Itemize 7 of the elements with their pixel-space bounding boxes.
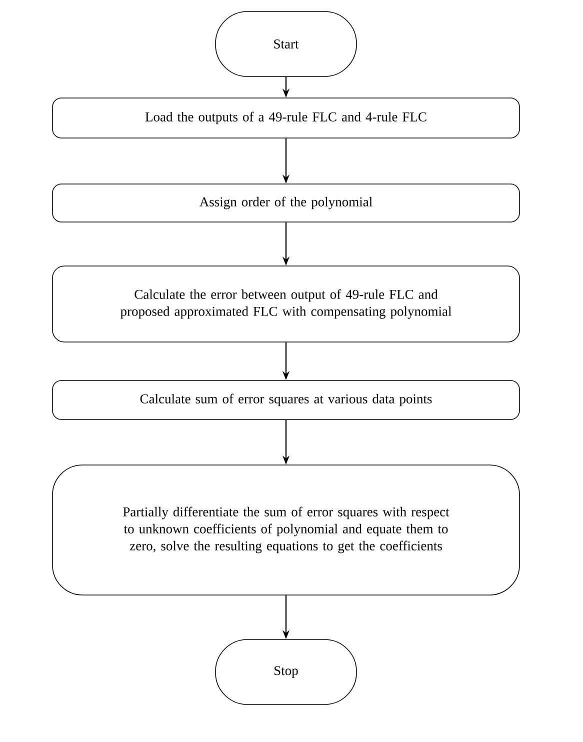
process-box: Load the outputs of a 49-rule FLC and 4-rule FLC	[52, 98, 520, 138]
process-box: Calculate sum of error squares at various data points	[52, 380, 520, 420]
terminal-box: Stop	[215, 639, 357, 705]
process-box: Calculate the error between output of 49-rule FLC and proposed approximated FLC with compensating polynomial	[52, 266, 520, 342]
process-box: Assign order of the polynomial	[52, 184, 520, 222]
process-box: Partially differentiate the sum of error squares with respect to unknown coefficients of polynomial and equate them to zero, solve the resulting equations to get the coefficients	[52, 464, 520, 596]
terminal-box: Start	[215, 11, 357, 77]
